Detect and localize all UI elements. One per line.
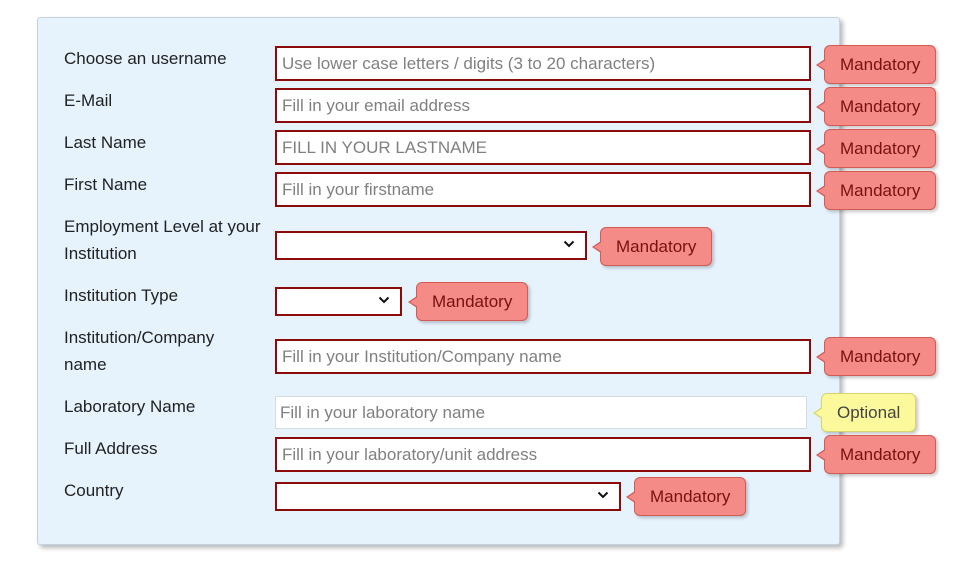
firstname-input[interactable] bbox=[275, 172, 811, 207]
chevron-down-icon bbox=[597, 491, 609, 499]
country-select[interactable] bbox=[275, 482, 621, 511]
chevron-down-icon bbox=[378, 296, 390, 304]
email-input[interactable] bbox=[275, 88, 811, 123]
email-mandatory-badge: Mandatory bbox=[815, 87, 937, 126]
employment-label: Employment Level at your Institution bbox=[64, 213, 261, 267]
institution-name-label-line2: name bbox=[64, 355, 107, 374]
employment-mandatory-badge: Mandatory bbox=[591, 227, 713, 266]
firstname-mandatory-badge: Mandatory bbox=[815, 171, 937, 210]
address-label: Full Address bbox=[64, 439, 158, 458]
lastname-input[interactable] bbox=[275, 130, 811, 165]
institution-name-label: Institution/Company name bbox=[64, 324, 214, 378]
employment-select[interactable] bbox=[275, 231, 587, 260]
country-label: Country bbox=[64, 481, 124, 500]
laboratory-input[interactable] bbox=[275, 396, 807, 429]
lastname-mandatory-badge: Mandatory bbox=[815, 129, 937, 168]
lastname-label: Last Name bbox=[64, 133, 147, 152]
address-input[interactable] bbox=[275, 437, 811, 472]
chevron-down-icon bbox=[563, 240, 575, 248]
employment-label-line1: Employment Level at your bbox=[64, 217, 261, 236]
laboratory-optional-badge: Optional bbox=[812, 393, 917, 432]
username-label: Choose an username bbox=[64, 49, 227, 68]
firstname-label: First Name bbox=[64, 175, 148, 194]
institution-type-select[interactable] bbox=[275, 287, 402, 316]
username-input[interactable] bbox=[275, 46, 811, 81]
employment-label-line2: Institution bbox=[64, 244, 137, 263]
country-mandatory-badge: Mandatory bbox=[625, 477, 747, 516]
institution-type-mandatory-badge: Mandatory bbox=[407, 282, 529, 321]
institution-name-input[interactable] bbox=[275, 339, 811, 374]
email-label: E-Mail bbox=[64, 91, 113, 110]
username-mandatory-badge: Mandatory bbox=[815, 45, 937, 84]
institution-name-mandatory-badge: Mandatory bbox=[815, 337, 937, 376]
laboratory-label: Laboratory Name bbox=[64, 397, 196, 416]
institution-name-label-line1: Institution/Company bbox=[64, 328, 215, 347]
address-mandatory-badge: Mandatory bbox=[815, 435, 937, 474]
institution-type-label: Institution Type bbox=[64, 286, 179, 305]
